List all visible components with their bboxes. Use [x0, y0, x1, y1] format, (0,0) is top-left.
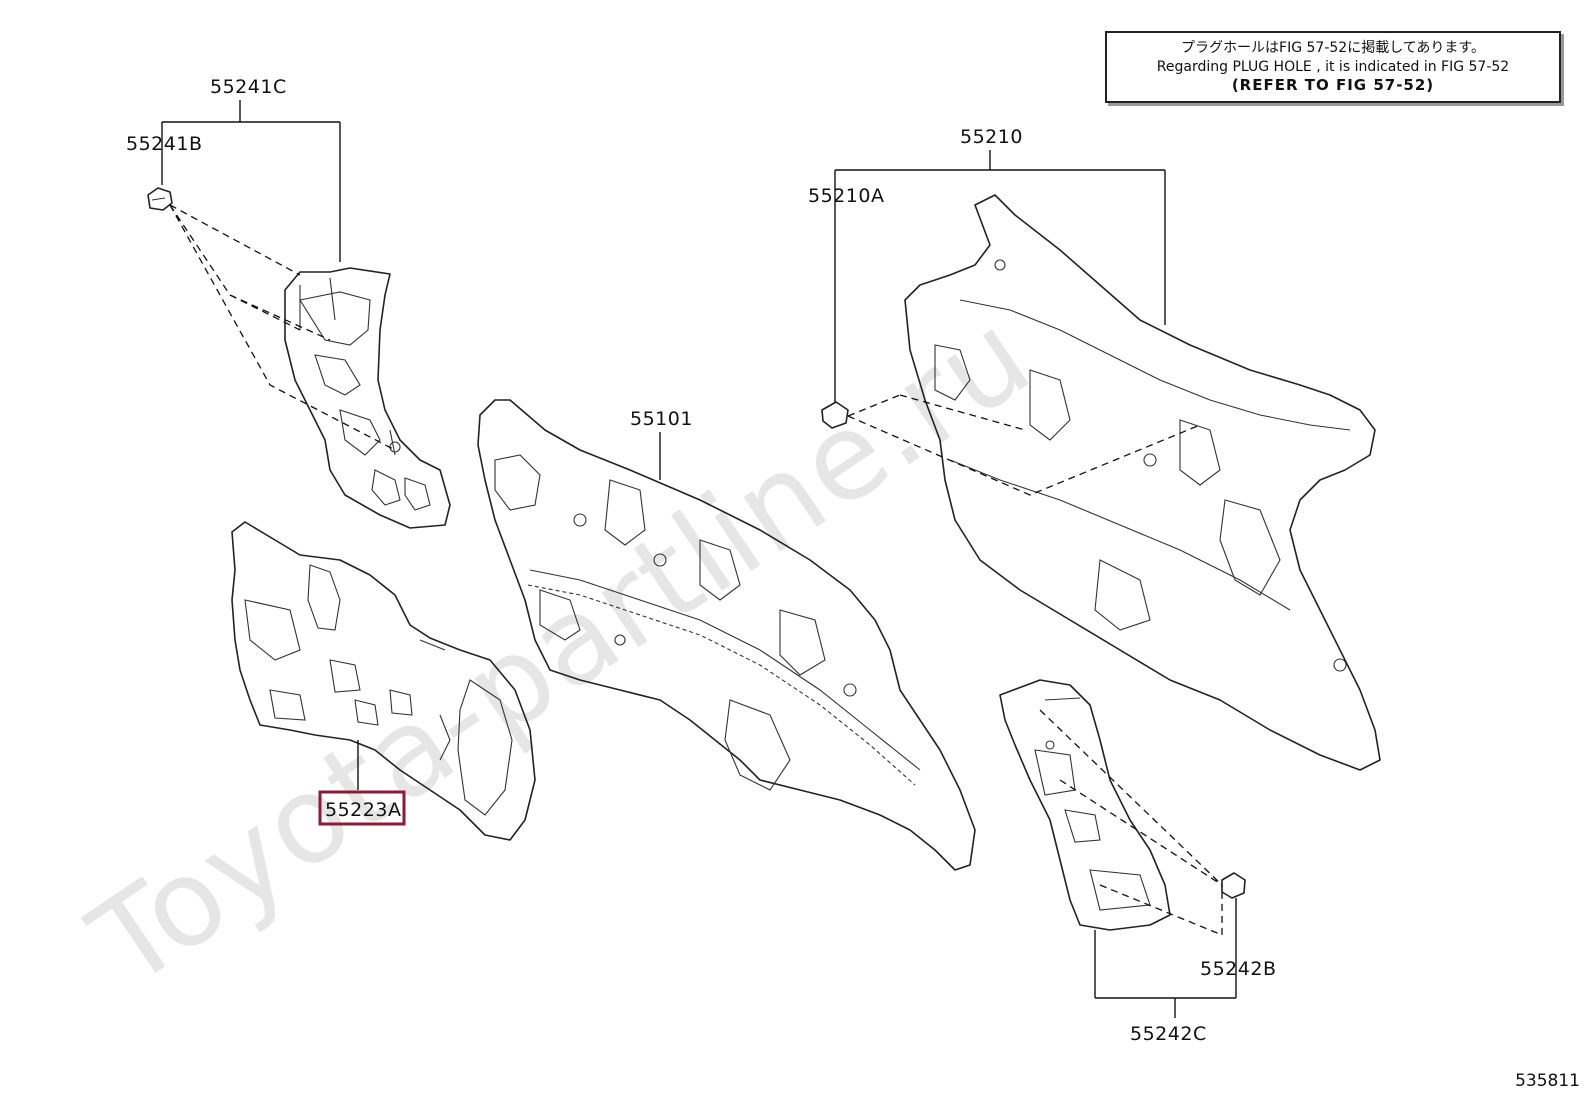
figure-id: 535811	[1515, 1071, 1580, 1091]
label-55241b[interactable]: 55241B	[126, 133, 202, 155]
part-55223a-drawing	[231, 521, 536, 841]
note-line-reference: (REFER TO FIG 57-52)	[1231, 76, 1435, 94]
part-55101-drawing	[477, 399, 976, 871]
watermark: Toyota-partline.ru	[68, 285, 1056, 1014]
plug-hole-note: プラグホールはFIG 57‐52に掲載してあります。 Regarding PLU…	[1105, 31, 1561, 103]
clip-55210a-drawing	[821, 401, 849, 429]
label-55210a[interactable]: 55210A	[808, 185, 884, 207]
label-55242b[interactable]: 55242B	[1200, 958, 1276, 980]
note-line-english: Regarding PLUG HOLE , it is indicated in…	[1156, 59, 1510, 75]
part-55210-drawing	[904, 194, 1381, 771]
label-55242c[interactable]: 55242C	[1130, 1023, 1207, 1045]
label-55101[interactable]: 55101	[630, 408, 693, 430]
part-55241c-drawing	[284, 267, 451, 529]
label-55241c[interactable]: 55241C	[210, 76, 287, 98]
highlight-box-55223a	[318, 790, 406, 826]
label-55223a[interactable]: 55223A	[325, 799, 401, 821]
clip-55242b-drawing	[1221, 872, 1246, 899]
label-55210[interactable]: 55210	[960, 126, 1023, 148]
note-line-japanese: プラグホールはFIG 57‐52に掲載してあります。	[1181, 40, 1485, 56]
part-55242c-drawing	[999, 679, 1171, 931]
clip-55241b-drawing	[147, 187, 173, 211]
